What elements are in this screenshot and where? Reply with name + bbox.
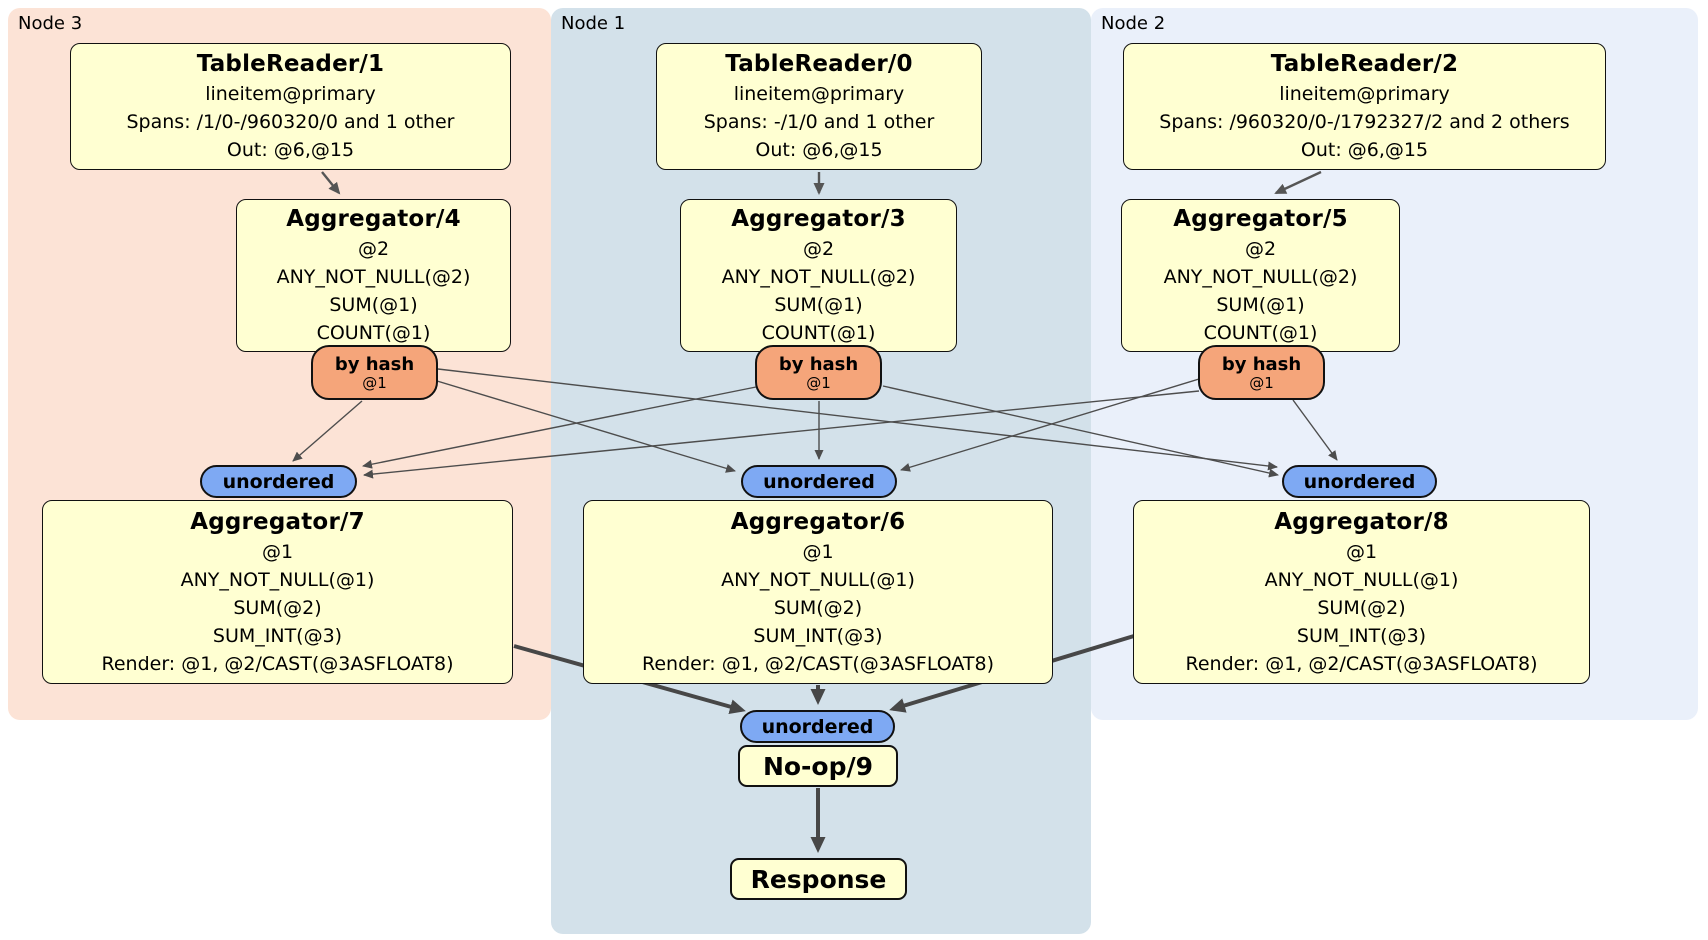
processor-aggregator-5: Aggregator/5 @2 ANY_NOT_NULL(@2) SUM(@1)…: [1121, 199, 1400, 352]
processor-spans: Spans: /1/0-/960320/0 and 1 other: [126, 111, 455, 133]
processor-aggregator-6: Aggregator/6 @1 ANY_NOT_NULL(@1) SUM(@2)…: [583, 500, 1053, 684]
processor-title: Aggregator/7: [190, 508, 365, 535]
processor-index: lineitem@primary: [1279, 83, 1450, 105]
agg-groupby: @2: [357, 238, 390, 260]
agg-groupby: @1: [261, 540, 294, 563]
unordered-sync-node2: unordered: [1282, 465, 1437, 498]
agg-render: Render: @1, @2/CAST(@3ASFLOAT8): [101, 652, 454, 675]
processor-aggregator-8: Aggregator/8 @1 ANY_NOT_NULL(@1) SUM(@2)…: [1133, 500, 1590, 684]
agg-groupby: @1: [1345, 540, 1378, 563]
agg-render: Render: @1, @2/CAST(@3ASFLOAT8): [1185, 652, 1538, 675]
router-label: by hash: [334, 353, 415, 375]
processor-title: TableReader/1: [196, 51, 385, 77]
hash-router-node3: by hash @1: [311, 345, 438, 400]
agg-func: ANY_NOT_NULL(@2): [1163, 266, 1358, 288]
processor-aggregator-3: Aggregator/3 @2 ANY_NOT_NULL(@2) SUM(@1)…: [680, 199, 957, 352]
agg-render: Render: @1, @2/CAST(@3ASFLOAT8): [642, 652, 994, 675]
node-region-label-1: Node 1: [561, 13, 626, 34]
agg-groupby: @2: [802, 238, 835, 260]
processor-tablereader-2: TableReader/2 lineitem@primary Spans: /9…: [1123, 43, 1606, 170]
processor-title: Aggregator/8: [1274, 508, 1449, 535]
router-detail: @1: [806, 373, 831, 392]
processor-title: Aggregator/6: [730, 508, 906, 535]
agg-func: COUNT(@1): [761, 322, 876, 344]
node-region-label-2: Node 2: [1101, 13, 1166, 34]
processor-title: Aggregator/3: [731, 206, 906, 232]
processor-noop-9: No-op/9: [738, 745, 898, 787]
agg-func: SUM_INT(@3): [753, 624, 883, 647]
unordered-sync-node3: unordered: [200, 465, 357, 498]
node-region-label-3: Node 3: [18, 13, 83, 34]
agg-func: SUM(@2): [233, 596, 322, 619]
agg-func: COUNT(@1): [1203, 322, 1318, 344]
unordered-sync-node1: unordered: [741, 465, 897, 498]
router-detail: @1: [362, 373, 387, 392]
processor-tablereader-0: TableReader/0 lineitem@primary Spans: -/…: [656, 43, 982, 170]
edge-tablereader-to-aggregator: [321, 170, 1322, 195]
router-label: by hash: [1221, 353, 1302, 375]
router-detail: @1: [1249, 373, 1274, 392]
processor-out: Out: @6,@15: [755, 139, 883, 161]
router-label: by hash: [778, 353, 859, 375]
processor-aggregator-4: Aggregator/4 @2 ANY_NOT_NULL(@2) SUM(@1)…: [236, 199, 511, 352]
hash-router-node2: by hash @1: [1198, 345, 1325, 400]
edge-router-to-sync: [292, 368, 1338, 479]
agg-func: ANY_NOT_NULL(@1): [721, 568, 915, 591]
processor-out: Out: @6,@15: [226, 139, 355, 161]
processor-title: TableReader/2: [1270, 51, 1459, 77]
unordered-sync-final: unordered: [740, 710, 895, 743]
response-box: Response: [730, 858, 907, 900]
agg-func: SUM(@1): [329, 294, 418, 316]
agg-func: ANY_NOT_NULL(@1): [180, 568, 375, 591]
agg-groupby: @1: [802, 540, 834, 563]
processor-tablereader-1: TableReader/1 lineitem@primary Spans: /1…: [70, 43, 511, 170]
agg-func: SUM(@2): [773, 596, 863, 619]
processor-aggregator-7: Aggregator/7 @1 ANY_NOT_NULL(@1) SUM(@2)…: [42, 500, 513, 684]
processor-title: Aggregator/5: [1173, 206, 1348, 232]
agg-func: SUM_INT(@3): [1296, 624, 1427, 647]
agg-groupby: @2: [1244, 238, 1277, 260]
processor-spans: Spans: /960320/0-/1792327/2 and 2 others: [1159, 111, 1570, 133]
agg-func: COUNT(@1): [316, 322, 431, 344]
processor-index: lineitem@primary: [205, 83, 376, 105]
processor-index: lineitem@primary: [733, 83, 905, 105]
agg-func: SUM_INT(@3): [212, 624, 343, 647]
agg-func: SUM(@2): [1317, 596, 1406, 619]
agg-func: ANY_NOT_NULL(@2): [276, 266, 471, 288]
processor-title: Aggregator/4: [286, 206, 461, 232]
hash-router-node1: by hash @1: [755, 345, 882, 400]
agg-func: SUM(@1): [1216, 294, 1305, 316]
processor-title: TableReader/0: [725, 51, 913, 77]
agg-func: ANY_NOT_NULL(@2): [721, 266, 916, 288]
agg-func: SUM(@1): [774, 294, 863, 316]
processor-out: Out: @6,@15: [1300, 139, 1429, 161]
agg-func: ANY_NOT_NULL(@1): [1264, 568, 1459, 591]
processor-spans: Spans: -/1/0 and 1 other: [703, 111, 935, 133]
